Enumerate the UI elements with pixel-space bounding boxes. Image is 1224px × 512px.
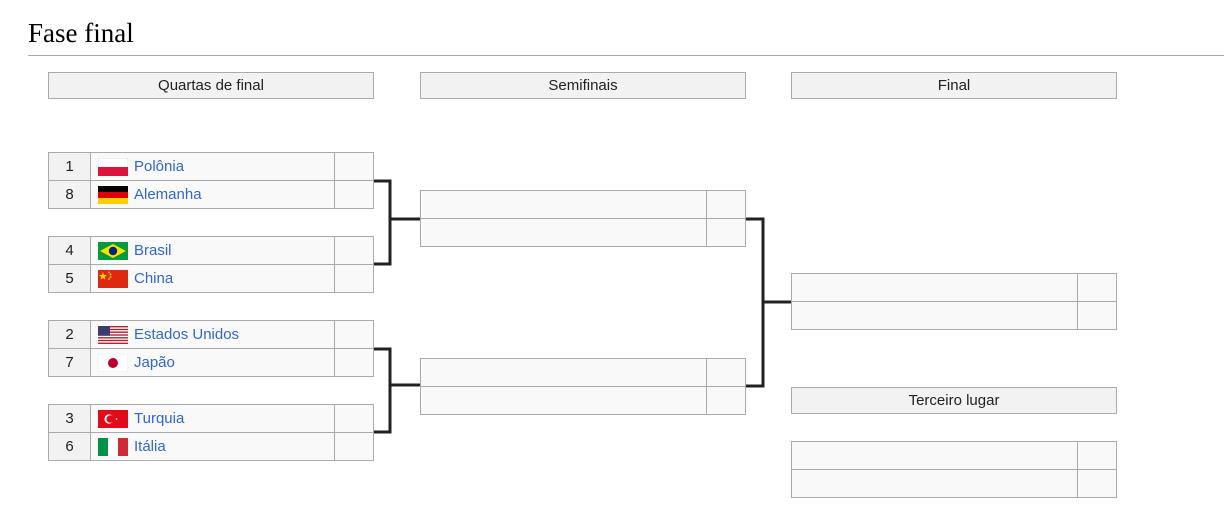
team-cell (421, 191, 707, 218)
team-cell (421, 219, 707, 246)
seed-number: 6 (49, 433, 91, 460)
qf-row-germany: 8 Alemanha (48, 180, 374, 209)
third-place-row-bottom (791, 469, 1117, 498)
qf-row-china: 5 China (48, 264, 374, 293)
seed-number: 2 (49, 321, 91, 348)
brazil-flag-icon (98, 241, 128, 260)
team-cell (421, 387, 707, 414)
team-cell (792, 470, 1078, 497)
team-cell (792, 442, 1078, 469)
team-cell (792, 302, 1078, 329)
usa-flag-icon (98, 325, 128, 344)
team-cell: Estados Unidos (91, 321, 335, 348)
team-cell (792, 274, 1078, 301)
page-title: Fase final (28, 18, 134, 48)
connector-sf2 (746, 302, 765, 388)
connector-qf2 (374, 219, 392, 266)
team-link-poland[interactable]: Polônia (134, 158, 185, 175)
team-cell: Turquia (91, 405, 335, 432)
qf-row-brazil: 4 Brasil (48, 236, 374, 265)
china-flag-icon (98, 269, 128, 288)
team-link-turkey[interactable]: Turquia (134, 410, 185, 427)
connector-qf4 (374, 385, 392, 434)
team-cell (421, 359, 707, 386)
team-cell: Brasil (91, 237, 335, 264)
team-cell: Polônia (91, 153, 335, 180)
team-link-germany[interactable]: Alemanha (134, 186, 202, 203)
team-link-italy[interactable]: Itália (134, 438, 166, 455)
sf2-row-top (420, 358, 746, 387)
team-cell: China (91, 265, 335, 292)
qf-row-turkey: 3 Turquia (48, 404, 374, 433)
seed-number: 4 (49, 237, 91, 264)
poland-flag-icon (98, 157, 128, 176)
seed-number: 1 (49, 153, 91, 180)
team-link-china[interactable]: China (134, 270, 174, 287)
team-link-usa[interactable]: Estados Unidos (134, 326, 240, 343)
final-row-bottom (791, 301, 1117, 330)
connector-qf1 (374, 179, 420, 221)
seed-number: 3 (49, 405, 91, 432)
italy-flag-icon (98, 437, 128, 456)
third-place-row-top (791, 441, 1117, 470)
header-third-place: Terceiro lugar (791, 387, 1117, 414)
team-cell: Itália (91, 433, 335, 460)
qf-row-japan: 7 Japão (48, 348, 374, 377)
seed-number: 7 (49, 349, 91, 376)
header-semifinals: Semifinais (420, 72, 746, 99)
seed-number: 5 (49, 265, 91, 292)
seed-number: 8 (49, 181, 91, 208)
header-quarterfinals: Quartas de final (48, 72, 374, 99)
team-link-brazil[interactable]: Brasil (134, 242, 172, 259)
qf-row-poland: 1 Polônia (48, 152, 374, 181)
team-cell: Alemanha (91, 181, 335, 208)
qf-row-italy: 6 Itália (48, 432, 374, 461)
sf1-row-bottom (420, 218, 746, 247)
team-cell: Japão (91, 349, 335, 376)
header-final: Final (791, 72, 1117, 99)
connector-sf1 (746, 217, 791, 304)
sf2-row-bottom (420, 386, 746, 415)
turkey-flag-icon (98, 409, 128, 428)
connector-qf3 (374, 347, 420, 387)
qf-row-usa: 2 Estados Unidos (48, 320, 374, 349)
germany-flag-icon (98, 185, 128, 204)
title-divider (28, 55, 1224, 56)
japan-flag-icon (98, 353, 128, 372)
team-link-japan[interactable]: Japão (134, 354, 175, 371)
final-row-top (791, 273, 1117, 302)
